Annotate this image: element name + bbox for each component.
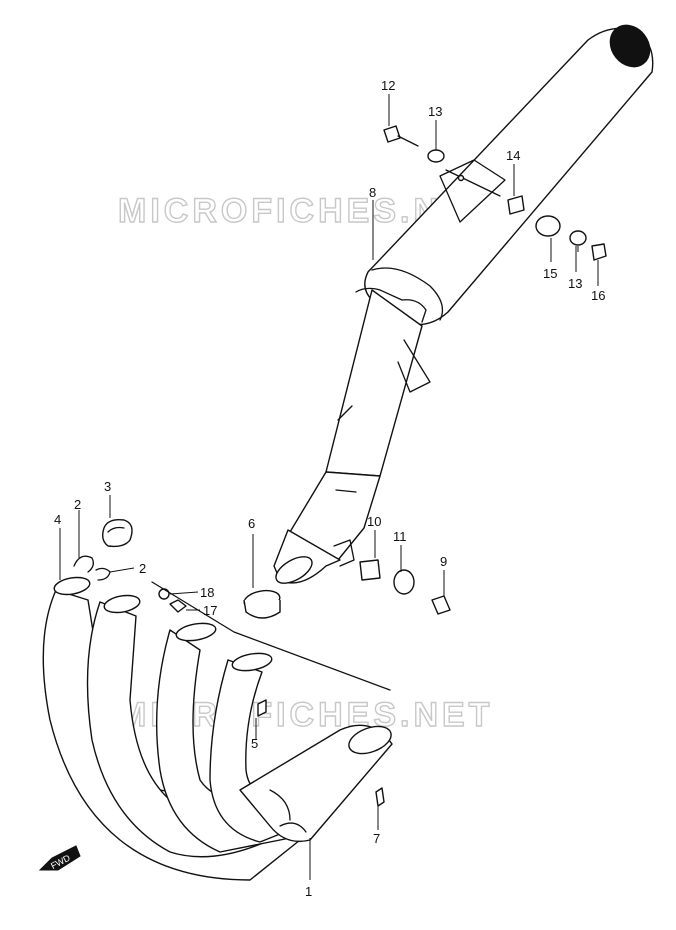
callout-2a: 2 — [74, 497, 81, 512]
clip-2 — [73, 555, 111, 581]
callout-17: 17 — [203, 603, 217, 618]
callout-15: 15 — [543, 266, 557, 281]
muffler — [355, 24, 654, 326]
callout-9: 9 — [440, 554, 447, 569]
callout-7: 7 — [373, 831, 380, 846]
callout-8: 8 — [369, 185, 376, 200]
callout-13b: 13 — [568, 276, 582, 291]
seal-ring-3 — [101, 518, 133, 548]
callout-5: 5 — [251, 736, 258, 751]
stud-bolts — [158, 588, 385, 807]
link-pipe — [273, 289, 431, 584]
exhaust-manifold — [42, 576, 393, 881]
fwd-arrow-icon: FWD — [38, 845, 81, 871]
callout-14: 14 — [506, 148, 520, 163]
callout-16: 16 — [591, 288, 605, 303]
callout-11: 11 — [393, 529, 407, 544]
callout-2b: 2 — [139, 561, 146, 576]
callout-18: 18 — [200, 585, 214, 600]
callout-13a: 13 — [428, 104, 442, 119]
callout-3: 3 — [104, 479, 111, 494]
callout-12: 12 — [381, 78, 395, 93]
gasket-6 — [243, 589, 281, 619]
callout-10: 10 — [367, 514, 381, 529]
mount-hardware — [359, 125, 607, 615]
callout-4: 4 — [54, 512, 61, 527]
callout-1: 1 — [305, 884, 312, 899]
callout-6: 6 — [248, 516, 255, 531]
